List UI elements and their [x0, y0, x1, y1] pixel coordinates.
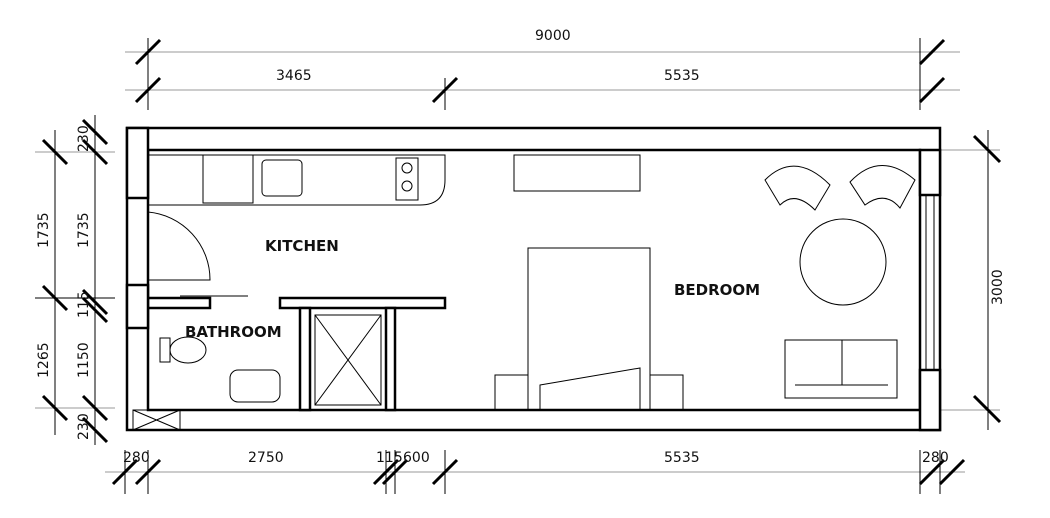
shower-tray — [314, 314, 382, 406]
left-dimensions: 1735 1265 230 1735 115 1150 230 — [35, 115, 115, 445]
stove-icon — [395, 157, 419, 201]
round-table — [799, 218, 887, 306]
armchair — [849, 165, 916, 209]
sofa — [784, 339, 898, 399]
dim-right-total: 3000 — [990, 269, 1006, 305]
dim-bottom-280-left: 280 — [123, 450, 150, 466]
sink-icon — [261, 159, 303, 197]
kitchen-counter — [147, 154, 446, 281]
dim-top-total: 9000 — [535, 28, 571, 44]
dim-bottom-2750: 2750 — [248, 450, 284, 466]
basin-icon — [229, 369, 281, 403]
dim-left-inner-115: 115 — [76, 291, 92, 318]
room-label-bedroom: BEDROOM — [674, 281, 760, 299]
dim-bottom-280-right: 280 — [922, 450, 949, 466]
walls — [125, 126, 942, 432]
desk — [513, 154, 641, 192]
bathroom-fixtures — [159, 295, 382, 406]
room-label-kitchen: KITCHEN — [265, 237, 339, 255]
dim-top-right: 5535 — [664, 68, 700, 84]
dim-left-inner-1735: 1735 — [76, 212, 92, 248]
room-label-bathroom: BATHROOM — [185, 323, 282, 341]
bottom-dimensions: 280 2750 115 600 5535 280 — [105, 450, 966, 494]
dim-left-bottom-230: 230 — [76, 413, 92, 440]
dim-left-inner-1150: 1150 — [76, 342, 92, 378]
right-dimension: 3000 — [930, 130, 1006, 430]
dim-left-outer-1265: 1265 — [36, 342, 52, 378]
dim-top-left: 3465 — [276, 68, 312, 84]
door-swing — [147, 211, 211, 281]
dim-bottom-600: 600 — [403, 450, 430, 466]
bedroom-furniture — [494, 154, 916, 411]
dim-bottom-5535: 5535 — [664, 450, 700, 466]
dim-left-outer-1735: 1735 — [36, 212, 52, 248]
dim-bottom-115: 115 — [376, 450, 403, 466]
dim-left-top-230: 230 — [76, 125, 92, 152]
fridge — [202, 154, 254, 204]
armchair — [764, 165, 831, 211]
top-dimensions: 9000 3465 5535 — [125, 28, 960, 110]
bed — [527, 247, 651, 411]
